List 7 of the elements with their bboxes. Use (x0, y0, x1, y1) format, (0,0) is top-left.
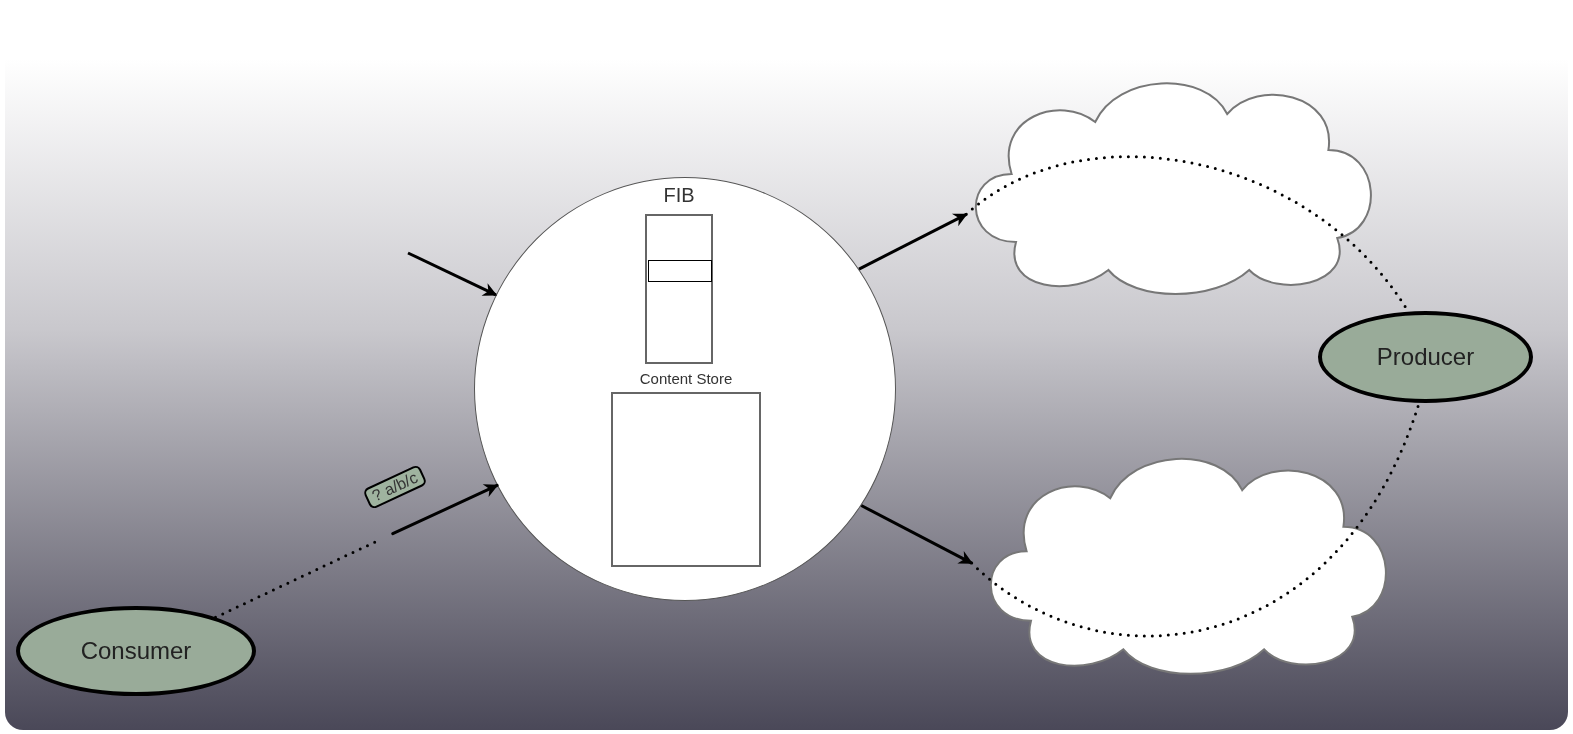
fib-entry (648, 260, 712, 282)
arrow (214, 483, 499, 619)
arrow (858, 212, 968, 271)
arrow (407, 251, 498, 297)
heading-text: Content Store (639, 370, 733, 387)
arrow (860, 504, 973, 565)
heading-text: FIB (663, 184, 695, 207)
